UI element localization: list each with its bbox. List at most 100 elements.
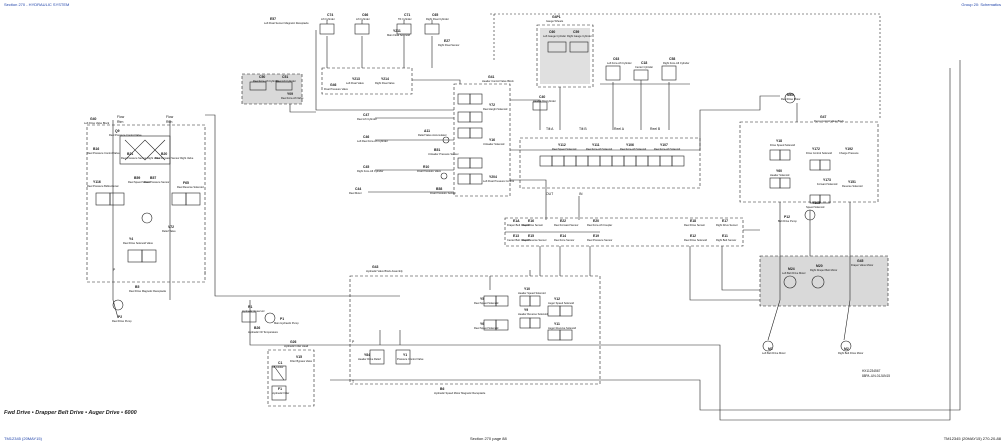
component-name: Right Fore-Aft Cylinder (663, 61, 690, 65)
component-name: Unloader Solenoid (483, 142, 505, 146)
component-name: Reel Pressure Control Valve (87, 151, 120, 155)
component-code: C47 (363, 113, 369, 117)
component-code: C40 (539, 95, 545, 99)
reel-drive-pump-symbol (112, 299, 124, 311)
figure-ref-id: HX11234567 (862, 369, 881, 373)
component-name: Pressure Control Valve (397, 357, 424, 361)
component-code: R10 (423, 165, 429, 169)
component-code: C59 (573, 30, 579, 34)
component-name: Left Float Valve (346, 81, 364, 85)
component-name: Reel Fore-Aft Cylinder (253, 79, 279, 83)
component-name: Left Belt Drive Motor (762, 351, 786, 355)
component-name: Right Float Valve (375, 81, 395, 85)
component-code: A11 (424, 129, 430, 133)
frame-solenoid-block (519, 137, 701, 189)
component-name: Right Gauge Cylinder (567, 34, 592, 38)
component-code: E18 (690, 219, 696, 223)
component-name: Lift Cylinder (321, 17, 335, 21)
component-code: C45 (363, 165, 369, 169)
left-draper-motor-symbol (783, 275, 797, 289)
figure-reference: HX11234567 88PA -UN-01JUN15 (862, 369, 890, 378)
component-name: Reel Pressure Sensor (587, 238, 613, 242)
component-code: M24 (788, 267, 795, 271)
component-code: E12 (690, 234, 696, 238)
component-code: Y11 (554, 322, 560, 326)
port-label: OUT (546, 192, 553, 196)
component-name: Hydraulic Filter Head (284, 344, 309, 348)
component-code: C51 (282, 75, 288, 79)
component-code: Y1 (403, 353, 407, 357)
component-name: Main Float Solenoid (387, 33, 410, 37)
component-name: Reel Lift Cylinder (276, 79, 296, 83)
component-code: G26 (290, 340, 297, 344)
component-name: Header Drive Relief (358, 357, 381, 361)
component-code: E22 (560, 219, 566, 223)
component-code: C18 (641, 61, 647, 65)
component-code: B16 (93, 147, 99, 151)
component-name: Left Drive Valve Block (84, 121, 110, 125)
component-code: C60 (549, 30, 555, 34)
component-name: Reverse Solenoid (842, 184, 863, 188)
component-code: Y9 (524, 308, 528, 312)
port-label: Tilt A (546, 127, 554, 131)
component-name: Center Belt Coupler (507, 238, 530, 242)
component-name: Hydraulic Reservoir (242, 309, 265, 313)
component-name: Lift Cylinder (356, 17, 370, 21)
port-label: P (352, 340, 355, 344)
component-code: Y192 (845, 147, 853, 151)
component-code: Y12 (554, 297, 560, 301)
component-code: E19 (593, 234, 599, 238)
component-code: F1 (278, 387, 282, 391)
component-name: Reel Height Solenoid (483, 107, 508, 111)
component-name: Reel Pressure Sensor Right Valve (121, 156, 161, 160)
component-code: Y4 (129, 237, 133, 241)
component-code: E13 (513, 234, 519, 238)
component-name: Float Pressure Valve (417, 169, 441, 173)
right-belt-motor-symbol (840, 340, 852, 352)
component-name: Left Belt Drive Motor (782, 271, 806, 275)
frame-filter (267, 349, 315, 407)
component-code: Y84 (364, 353, 370, 357)
component-name: Left Reel Fore-Aft Cylinder (357, 139, 388, 143)
component-code: E11 (722, 234, 728, 238)
component-name: Auger Reverse Solenoid (548, 326, 577, 330)
header-left: Section 270 - HYDRAULIC SYSTEM (4, 2, 70, 7)
component-name: Right Belt Sensor (716, 238, 736, 242)
component-code: Q9 (115, 129, 120, 133)
component-name: Reel Fore-Aft Coupler (587, 223, 612, 227)
component-name: Reel Drive Sensor (684, 223, 705, 227)
component-code: M65 (787, 93, 794, 97)
component-name: Auger Speed Solenoid (548, 301, 575, 305)
component-code: C71 (404, 13, 410, 17)
